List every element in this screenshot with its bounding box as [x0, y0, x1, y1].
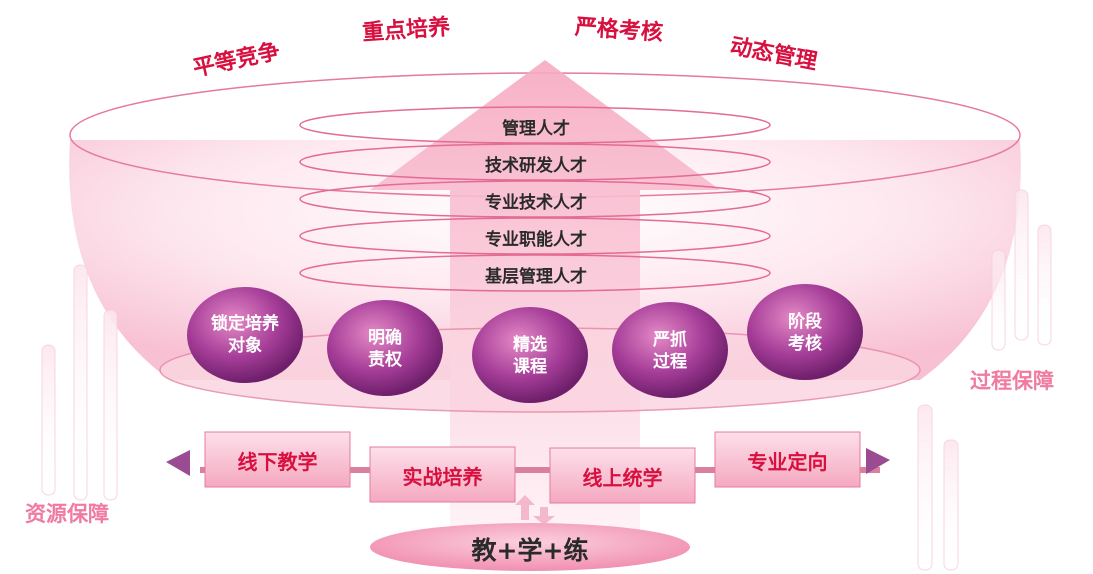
- right-support-bars: [917, 189, 1052, 571]
- mode-boxes: [204, 431, 861, 504]
- left-arrowhead: [166, 450, 190, 476]
- mode-online-learning: 线上统学: [582, 466, 663, 490]
- tier-rd: 技术研发人才: [485, 156, 587, 176]
- tier-rings: [299, 106, 771, 292]
- mode-offline-teaching: 线下教学: [237, 450, 318, 474]
- base-ellipse: [370, 523, 690, 571]
- base-teach-learn-practice: 教+学+练: [471, 536, 589, 565]
- tier-professional-functional: 专业职能人才: [485, 230, 587, 250]
- up-arrow-icon: [515, 495, 535, 520]
- right-arrowhead: [866, 448, 890, 474]
- tier-grassroots-management: 基层管理人才: [485, 267, 587, 287]
- principle-key-cultivation: 重点培养: [361, 14, 451, 47]
- step-lock-targets: 锁定培养对象: [211, 314, 279, 356]
- left-support-bars: [41, 264, 118, 501]
- step-stage-assessment: 阶段考核: [788, 312, 822, 354]
- support-process: 过程保障: [970, 369, 1054, 393]
- mode-practical-training: 实战培养: [402, 465, 483, 489]
- growth-arrow: [370, 60, 720, 540]
- tier-professional-technical: 专业技术人才: [485, 193, 587, 213]
- step-balls: [187, 284, 863, 403]
- step-manage-process: 严抓过程: [653, 330, 687, 372]
- down-arrow-icon: [533, 507, 555, 525]
- principle-strict-assessment: 严格考核: [574, 14, 664, 47]
- step-select-courses: 精选课程: [513, 335, 547, 377]
- tier-management: 管理人才: [502, 119, 570, 139]
- step-clarify-responsibility: 明确责权: [368, 328, 402, 370]
- support-resources: 资源保障: [25, 502, 109, 526]
- mode-professional-orientation: 专业定向: [747, 450, 828, 474]
